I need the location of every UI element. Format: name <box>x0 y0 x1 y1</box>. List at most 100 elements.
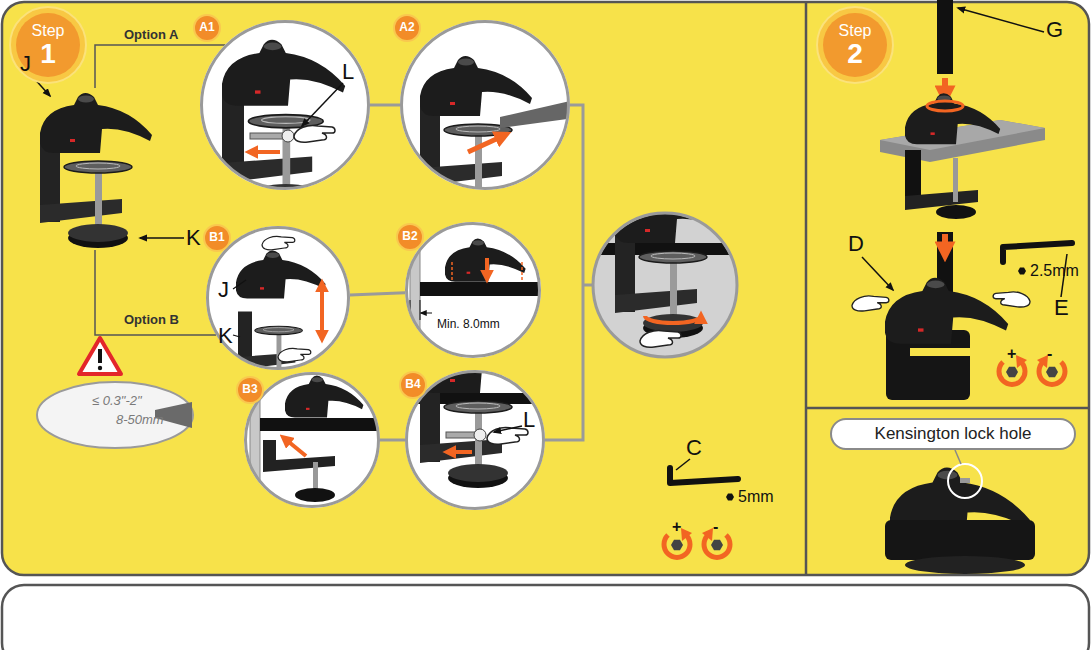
detail-b2 <box>405 222 541 358</box>
substep-badge: B4 <box>399 371 427 399</box>
step2-illustration <box>958 8 1044 32</box>
direction-sign: - <box>1047 345 1052 363</box>
main-clamp <box>140 237 184 239</box>
warning-note: 8-50mm <box>116 413 164 427</box>
hex-key <box>676 459 690 470</box>
detail-b2 <box>521 262 523 282</box>
step-word: Step <box>839 22 872 40</box>
detail-tighten <box>593 213 737 357</box>
direction-sign: + <box>672 518 681 536</box>
step2-illustration <box>910 348 970 356</box>
step2-illustration <box>1003 243 1072 262</box>
detail-b3 <box>244 372 385 512</box>
detail-b3 <box>260 418 385 431</box>
step2-illustration <box>936 205 976 219</box>
kensington-illustration <box>960 478 970 483</box>
detail-b3 <box>285 376 363 418</box>
detail-tighten <box>590 183 740 357</box>
option-bracket <box>95 45 225 335</box>
step2-illustration <box>937 0 953 74</box>
connector-line <box>380 439 405 442</box>
step2-illustration <box>905 150 921 208</box>
badge-ring <box>817 7 893 83</box>
warning-symbol <box>98 366 102 370</box>
step2-illustration <box>885 278 1008 344</box>
detail-b4 <box>448 450 472 454</box>
option-label: Option B <box>124 313 179 327</box>
callout-letter: K <box>186 226 201 250</box>
detail-b4 <box>405 333 550 510</box>
detail-b3 <box>313 462 318 492</box>
detail-a2 <box>400 20 570 190</box>
step2-illustration <box>905 93 1000 144</box>
hex-key <box>726 494 734 501</box>
detail-b4 <box>487 427 528 444</box>
step2-illustration <box>993 292 1030 307</box>
detail-b1 <box>206 226 350 370</box>
step2-illustration <box>942 78 948 98</box>
detail-outline <box>208 228 349 369</box>
step-number: 2 <box>847 40 863 68</box>
substep-badge: A2 <box>393 14 421 42</box>
detail-circle: A1L <box>200 20 370 190</box>
callout-letter: G <box>1046 18 1063 42</box>
panel-background <box>805 2 808 575</box>
option-bracket <box>95 250 216 335</box>
main-clamp <box>32 76 184 248</box>
detail-tighten <box>640 330 681 347</box>
warning-symbol <box>37 338 193 448</box>
detail-b1 <box>233 280 246 289</box>
detail-outline <box>402 22 569 189</box>
detail-b1 <box>236 250 326 298</box>
warning-symbol <box>79 338 121 374</box>
direction-sign: + <box>1007 345 1016 363</box>
kensington-illustration <box>885 520 1035 560</box>
detail-a1 <box>200 20 370 190</box>
detail-outline <box>407 224 540 357</box>
detail-b1 <box>262 236 295 249</box>
detail-a1 <box>302 83 343 126</box>
warning-note: ≤ 0.3"-2" <box>92 394 142 408</box>
connector-line <box>370 104 400 107</box>
detail-b1 <box>206 226 350 387</box>
direction-sign: - <box>713 518 718 536</box>
detail-a1 <box>200 20 370 210</box>
hex-key <box>664 459 738 557</box>
detail-a2 <box>500 100 575 128</box>
detail-b1 <box>233 335 240 337</box>
panel-background <box>2 585 1089 650</box>
warning-symbol <box>37 382 193 448</box>
badge-fill <box>16 13 80 77</box>
warning-symbol <box>98 349 102 363</box>
callout-letter: L <box>342 60 354 84</box>
detail-outline <box>246 374 379 507</box>
detail-b4 <box>494 426 522 432</box>
detail-a1 <box>250 150 280 154</box>
step-number: 1 <box>40 40 56 68</box>
connector-line <box>350 293 405 295</box>
detail-b3 <box>284 438 306 456</box>
panel-background <box>806 407 1089 410</box>
detail-a1 <box>294 125 335 142</box>
step2-illustration <box>886 330 970 400</box>
detail-b4 <box>474 429 486 441</box>
detail-b2 <box>421 312 432 313</box>
step2-illustration <box>862 257 893 290</box>
kensington-illustration <box>948 464 982 498</box>
detail-a1 <box>222 40 345 211</box>
step-word: Step <box>32 22 65 40</box>
detail-a1 <box>250 133 284 139</box>
detail-a1 <box>282 130 294 142</box>
callout-letter: L <box>523 408 535 432</box>
step-badge: Step2 <box>817 7 893 83</box>
panel-background <box>2 2 1089 575</box>
detail-outline <box>244 372 380 508</box>
detail-b4 <box>446 432 476 438</box>
detail-outline <box>405 370 545 510</box>
detail-outline <box>407 372 544 509</box>
callout-letter: J <box>218 278 229 302</box>
option-label: Option A <box>124 28 178 42</box>
substep-badge: B3 <box>236 376 264 404</box>
substep-badge: B2 <box>396 223 424 251</box>
